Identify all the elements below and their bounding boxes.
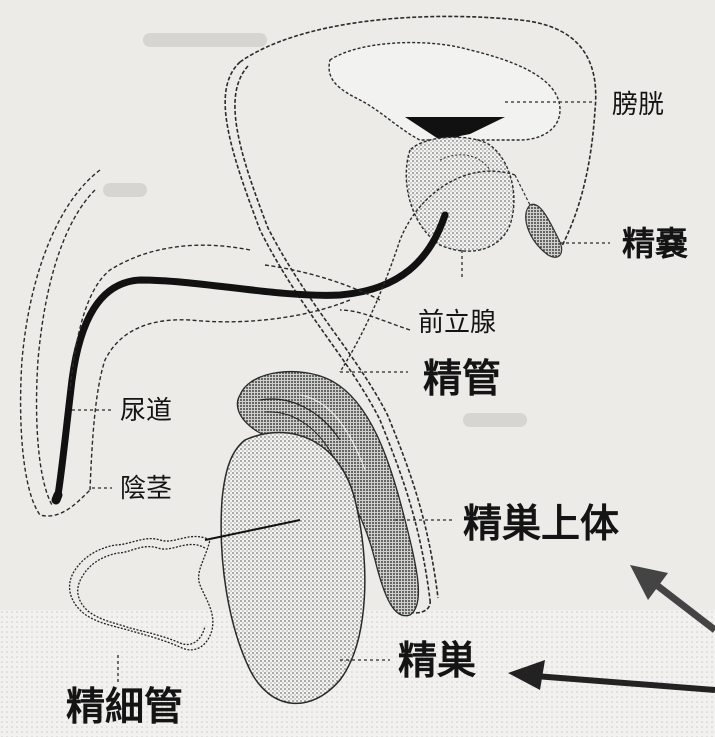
label-prostate: 前立腺 (418, 310, 496, 336)
prostate-shape (406, 137, 514, 251)
label-bladder: 膀胱 (612, 92, 664, 118)
label-urethra: 尿道 (120, 398, 172, 424)
seminal-vesicle-shape (515, 175, 562, 257)
label-vas-deferens: 精管 (423, 360, 501, 399)
label-seminiferous-tubule: 精細管 (66, 688, 183, 727)
label-penis: 陰茎 (120, 476, 172, 502)
arrow-epididymis-head (630, 565, 668, 600)
label-epididymis: 精巣上体 (463, 505, 619, 544)
label-testis: 精巣 (398, 642, 476, 681)
label-seminal-vesicle: 精嚢 (622, 227, 688, 260)
